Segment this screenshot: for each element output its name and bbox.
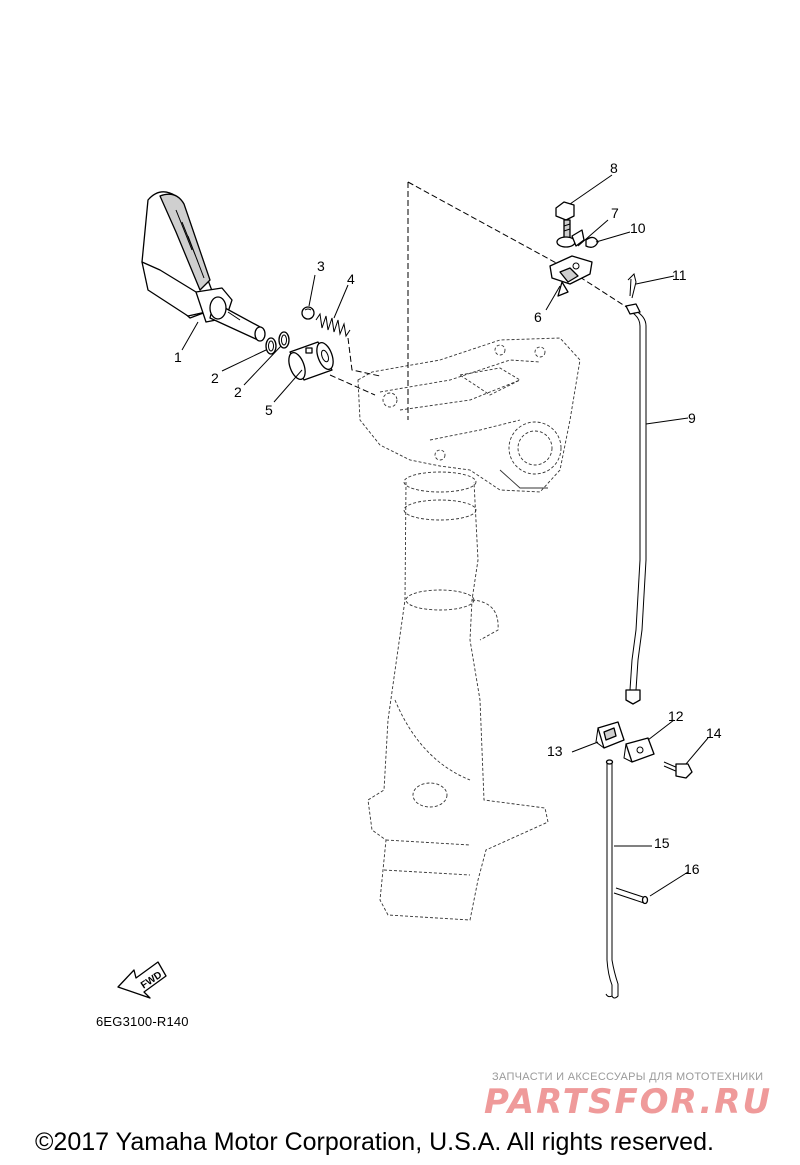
part-11-cotter-pin [627,273,637,299]
part-14-bolt [663,761,693,779]
part-8-bolt [555,201,575,239]
assembly-guide-lines [329,181,629,420]
callout-numbers: 1 2 2 3 4 5 6 7 8 9 10 11 12 13 14 15 16 [174,160,722,877]
part-6-clamp [549,255,593,297]
callout-11: 11 [672,267,687,283]
part-15-lower-rod [605,759,619,999]
part-16-pin [613,887,649,905]
leader-lines [181,174,709,897]
part-4-spring [315,312,351,338]
housing-outline [357,337,581,921]
copyright-notice: ©2017 Yamaha Motor Corporation, U.S.A. A… [35,1128,714,1156]
part-5-collar [288,341,334,381]
callout-8: 8 [610,160,618,176]
diagram-code: 6EG3100-R140 [96,1014,189,1029]
part-12-joint-lower [623,737,655,763]
callout-14: 14 [706,725,722,741]
part-2-o-ring-a [265,337,277,355]
callout-4: 4 [347,271,355,287]
part-9-shift-rod [625,303,647,705]
watermark-logo: PARTSFOR.RU [484,1082,773,1122]
callout-2a: 2 [211,370,219,386]
part-7-washer [556,229,585,248]
callout-12: 12 [668,708,684,724]
callout-10: 10 [630,220,646,236]
callout-2b: 2 [234,384,242,400]
watermark-tagline: ЗАПЧАСТИ И АКСЕССУАРЫ ДЛЯ МОТОТЕХНИКИ [492,1071,764,1083]
callout-13: 13 [547,743,563,759]
callout-6: 6 [534,309,542,325]
part-2-o-ring-b [278,331,290,349]
callout-15: 15 [654,835,670,851]
part-13-joint-upper [595,721,625,749]
callout-5: 5 [265,402,273,418]
callout-3: 3 [317,258,325,274]
callout-7: 7 [611,205,619,221]
callout-16: 16 [684,861,700,877]
callout-1: 1 [174,349,182,365]
part-10-clip [585,236,599,248]
part-3-ball [301,306,315,320]
callout-9: 9 [688,410,696,426]
part-1-shift-handle [141,191,266,342]
fwd-arrow-icon: FWD [117,961,167,999]
